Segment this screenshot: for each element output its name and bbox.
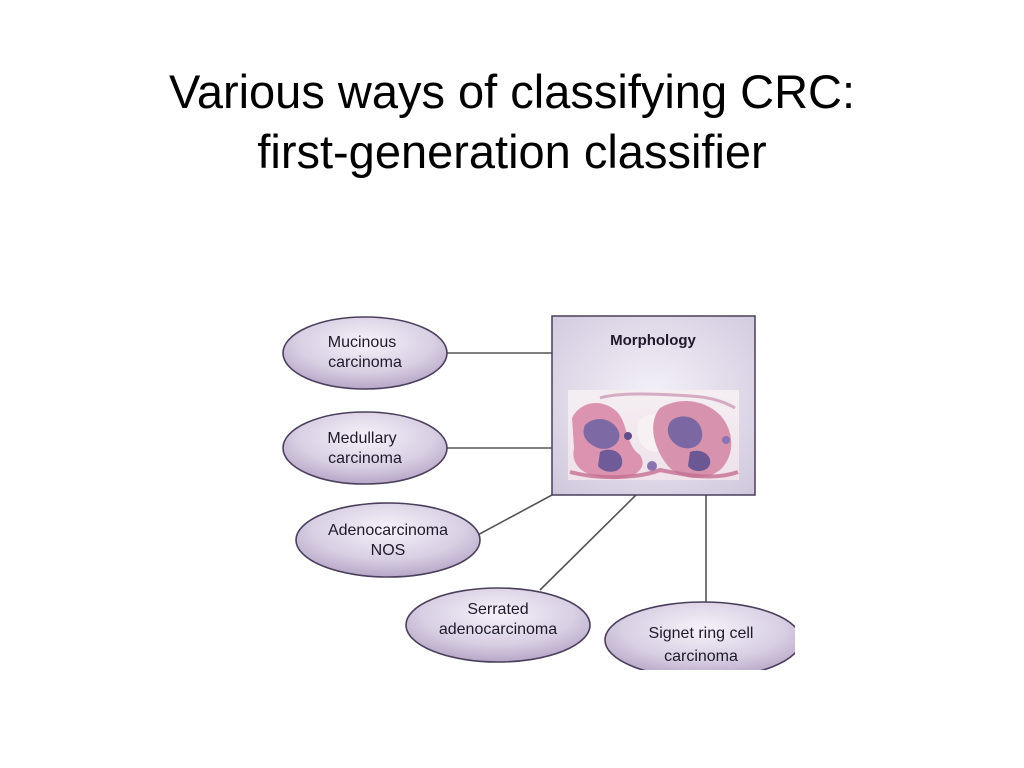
morphology-box: Morphology [552, 316, 755, 495]
node-mucinous-line2: carcinoma [328, 354, 402, 371]
node-serrated-line2: adenocarcinoma [439, 621, 557, 638]
node-signet-line2: carcinoma [664, 648, 738, 665]
node-medullary-line1: Medullary [327, 430, 396, 447]
node-signet-ring-cell-carcinoma: Signet ring cell carcinoma [605, 602, 801, 678]
morphology-label: Morphology [610, 332, 696, 349]
node-adenocarcinoma-line2: NOS [371, 542, 406, 559]
node-serrated-adenocarcinoma: Serrated adenocarcinoma [406, 588, 590, 662]
node-medullary-line2: carcinoma [328, 450, 402, 467]
node-signet-line1: Signet ring cell [649, 625, 754, 642]
node-serrated-line1: Serrated [467, 601, 528, 618]
connector-serrated [540, 495, 636, 590]
node-adenocarcinoma-nos: Adenocarcinoma NOS [296, 503, 480, 577]
node-medullary-carcinoma: Medullary carcinoma [283, 412, 447, 484]
histology-image [568, 390, 739, 480]
connector-adenocarcinoma [474, 495, 552, 537]
node-mucinous-line1: Mucinous [328, 334, 396, 351]
node-adenocarcinoma-line1: Adenocarcinoma [328, 522, 448, 539]
node-mucinous-carcinoma: Mucinous carcinoma [283, 317, 447, 389]
